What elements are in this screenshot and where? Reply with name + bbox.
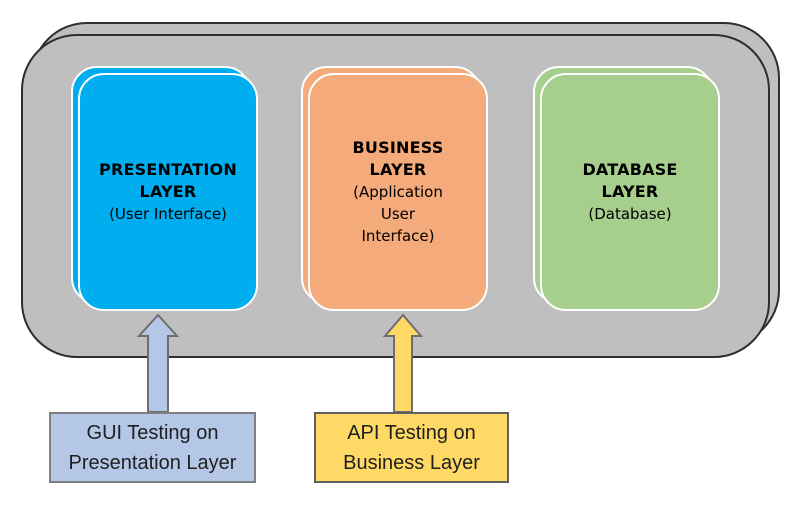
database-layer-subtitle: (Database): [588, 205, 672, 223]
gui-testing-label-line1: GUI Testing on: [86, 421, 219, 444]
gui-testing-label-line2: Presentation Layer: [68, 451, 237, 474]
presentation-layer-subtitle: (User Interface): [109, 205, 227, 223]
presentation-layer-box: PRESENTATION LAYER (User Interface): [78, 73, 258, 311]
business-layer-box: BUSINESS LAYER (Application User Interfa…: [308, 73, 488, 311]
api-testing-label-line1: API Testing on: [347, 421, 476, 444]
api-testing-callout: API Testing on Business Layer: [314, 412, 509, 483]
database-layer-title: DATABASE LAYER: [582, 160, 678, 201]
gui-testing-callout: GUI Testing on Presentation Layer: [49, 412, 256, 483]
database-layer-box: DATABASE LAYER (Database): [540, 73, 720, 311]
business-layer-title: BUSINESS LAYER: [352, 138, 444, 179]
api-testing-label-line2: Business Layer: [343, 451, 480, 474]
presentation-layer-title: PRESENTATION LAYER: [99, 160, 237, 201]
business-layer-subtitle: (Application User Interface): [353, 183, 443, 245]
